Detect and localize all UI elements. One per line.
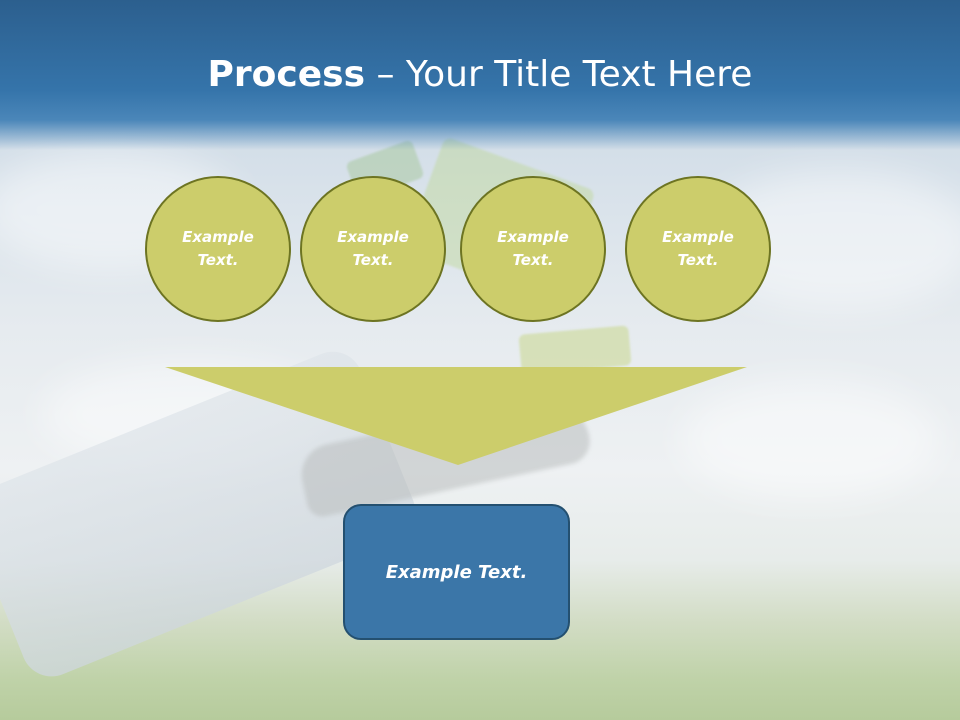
slide-title: Process – Your Title Text Here	[0, 52, 960, 98]
process-step-3: Example Text.	[460, 176, 606, 322]
process-step-1: Example Text.	[145, 176, 291, 322]
process-step-label: Example Text.	[182, 228, 254, 269]
title-bar	[0, 0, 960, 150]
process-step-4: Example Text.	[625, 176, 771, 322]
process-step-label: Example Text.	[662, 228, 734, 269]
title-rest: – Your Title Text Here	[365, 54, 753, 95]
result-box: Example Text.	[343, 504, 570, 640]
title-bold: Process	[207, 54, 366, 95]
background-cloud	[680, 380, 940, 500]
process-step-label: Example Text.	[497, 228, 569, 269]
process-step-2: Example Text.	[300, 176, 446, 322]
result-box-label: Example Text.	[385, 561, 528, 583]
funnel-arrow	[165, 367, 747, 465]
process-step-label: Example Text.	[337, 228, 409, 269]
funnel-arrow-shape	[165, 367, 747, 465]
